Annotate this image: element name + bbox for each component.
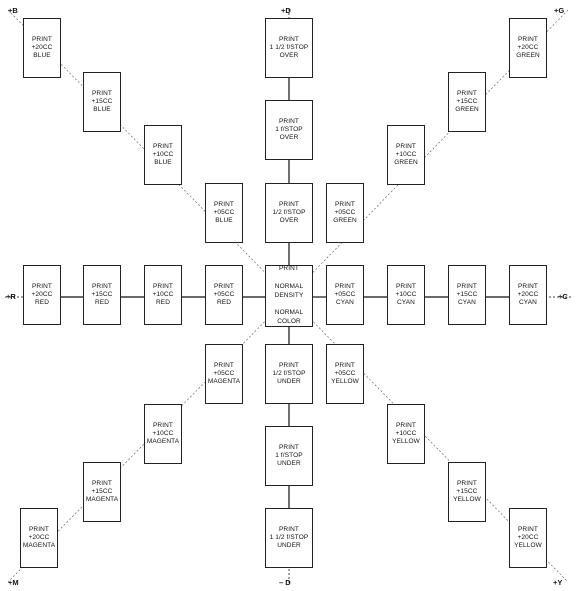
print-box-red-05: PRINT +05CC RED — [205, 265, 243, 325]
print-box-red-15: PRINT +15CC RED — [83, 265, 121, 325]
corner-label-plus-y: +Y — [553, 578, 563, 587]
corner-label-minus-d: – D — [279, 578, 291, 587]
print-box-yellow-15: PRINT +15CC YELLOW — [448, 462, 486, 522]
print-box-magenta-05: PRINT +05CC MAGENTA — [205, 344, 243, 404]
corner-label-plus-d: +D — [281, 6, 291, 15]
print-box-yellow-05: PRINT +05CC YELLOW — [326, 344, 364, 404]
corner-label-plus-r: +R — [6, 292, 16, 301]
print-box-green-10: PRINT +10CC GREEN — [387, 125, 425, 185]
corner-label-plus-b: +B — [8, 6, 18, 15]
corner-label-plus-g: +G — [554, 6, 565, 15]
diagonal-b-y — [7, 9, 288, 296]
print-box-magenta-10: PRINT +10CC MAGENTA — [144, 404, 182, 464]
print-box-blue-10: PRINT +10CC BLUE — [144, 125, 182, 185]
print-box-green-15: PRINT +15CC GREEN — [448, 72, 486, 132]
print-box-green-20: PRINT +20CC GREEN — [509, 18, 547, 78]
print-box-cyan-05: PRINT +05CC CYAN — [326, 265, 364, 325]
print-box-cyan-20: PRINT +20CC CYAN — [509, 265, 547, 325]
print-box-blue-20: PRINT +20CC BLUE — [23, 18, 61, 78]
print-box-red-10: PRINT +10CC RED — [144, 265, 182, 325]
print-box-magenta-20: PRINT +20CC MAGENTA — [20, 508, 58, 568]
print-box-under-1-stop: PRINT 1 f/STOP UNDER — [265, 426, 313, 486]
print-box-magenta-15: PRINT +15CC MAGENTA — [83, 462, 121, 522]
print-box-blue-15: PRINT +15CC BLUE — [83, 72, 121, 132]
print-box-cyan-15: PRINT +15CC CYAN — [448, 265, 486, 325]
print-box-under-1-1-2-stop: PRINT 1 1/2 f/STOP UNDER — [265, 508, 313, 568]
print-box-under-1-2-stop: PRINT 1/2 f/STOP UNDER — [265, 344, 313, 404]
print-box-red-20: PRINT +20CC RED — [23, 265, 61, 325]
print-box-yellow-20: PRINT +20CC YELLOW — [509, 508, 547, 568]
print-box-cyan-10: PRINT +10CC CYAN — [387, 265, 425, 325]
print-box-over-1-1-2-stop: PRINT 1 1/2 f/STOP OVER — [265, 18, 313, 78]
print-box-normal: PRINT NORMAL DENSITY NORMAL COLOR — [265, 265, 313, 327]
print-box-yellow-10: PRINT +10CC YELLOW — [387, 404, 425, 464]
corner-label-plus-c: +C — [558, 292, 568, 301]
print-box-over-1-stop: PRINT 1 f/STOP OVER — [265, 100, 313, 160]
print-box-blue-05: PRINT +05CC BLUE — [205, 183, 243, 243]
print-box-green-05: PRINT +05CC GREEN — [326, 183, 364, 243]
corner-label-plus-m: +M — [8, 578, 19, 587]
print-box-over-1-2-stop: PRINT 1/2 f/STOP OVER — [265, 183, 313, 243]
